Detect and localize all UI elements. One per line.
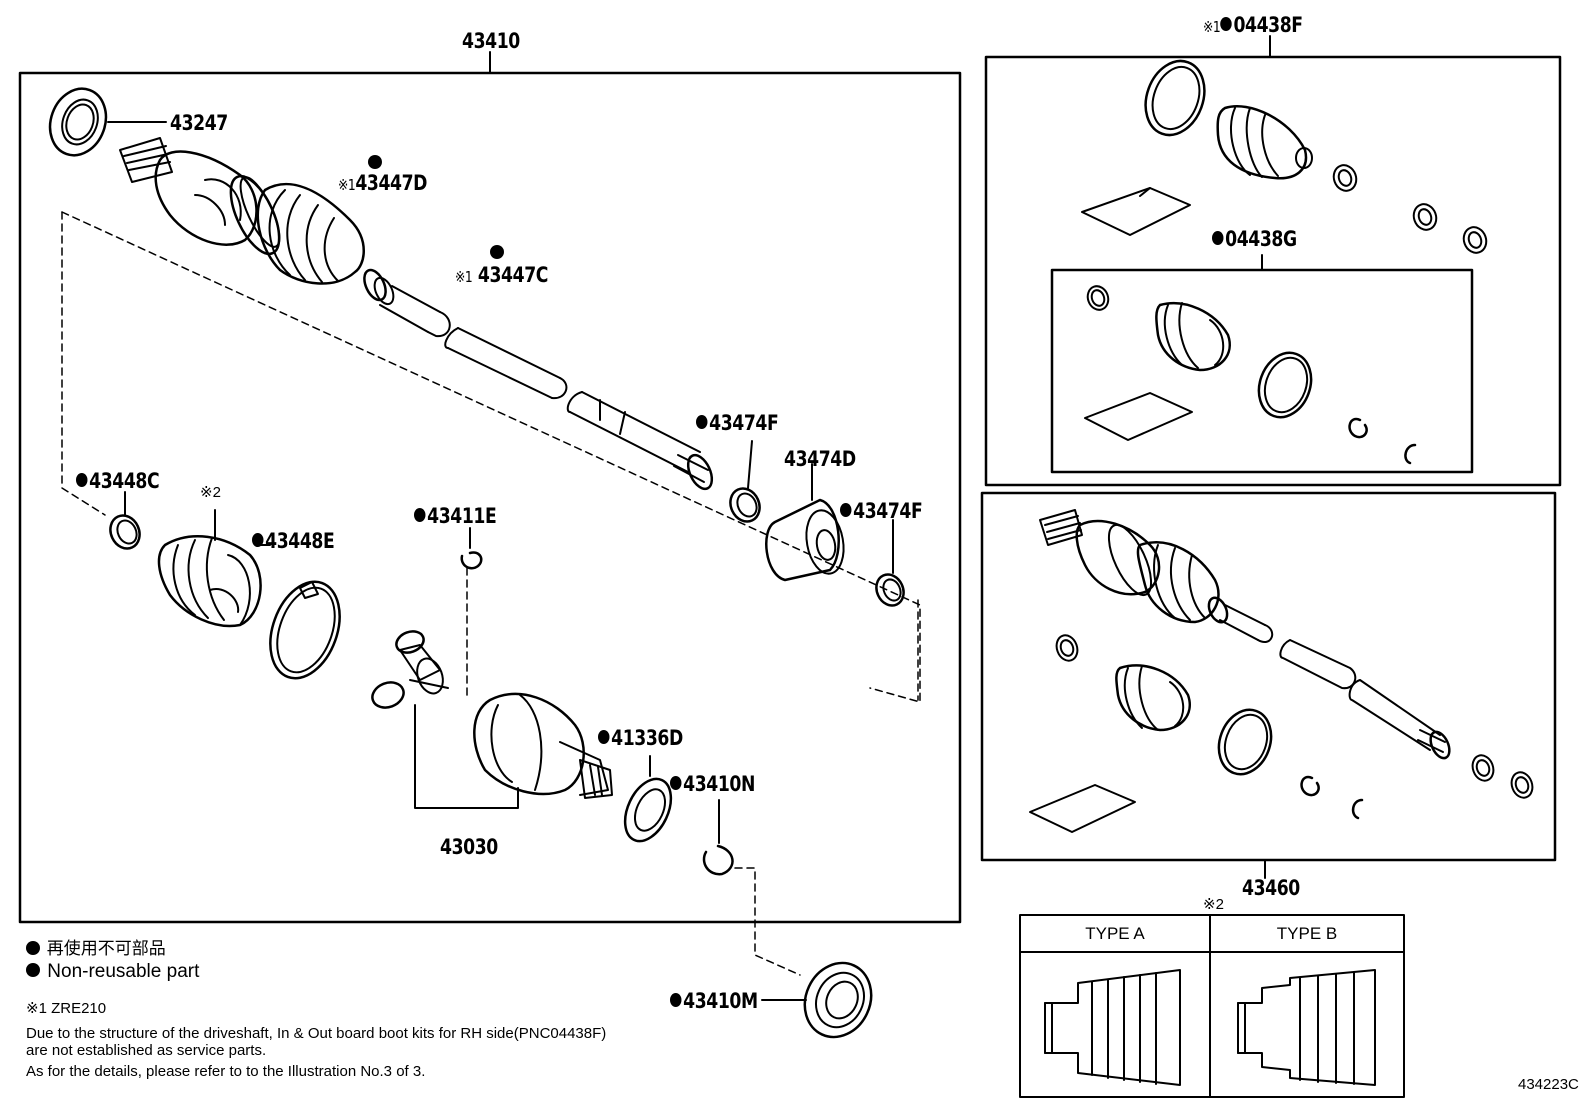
label-43448E: 43448E [252,530,335,552]
legend-japanese: 再使用不可部品 [26,940,166,957]
non-reusable-dot [76,473,88,487]
label-43460: 43460 [1242,876,1300,900]
non-reusable-dot [840,503,852,517]
label-43447C: ※1 43447C [455,263,549,287]
boot-kit-rh-frame [984,55,1562,487]
snap-ring-43411E [460,527,483,570]
tripod-joint [371,630,449,709]
legend-english: Non-reusable part [26,962,199,981]
non-reusable-dot [368,155,382,169]
label-43447D: ※143447D [338,171,428,195]
type-a-header: TYPE A [1085,924,1145,943]
non-reusable-dot [414,508,426,522]
legend-note1-code: ※1 ZRE210 [26,1000,107,1017]
label-43474F-b: 43474F [840,500,923,522]
label-41336D: 41336D [598,727,683,749]
boot-kit-rh-parts [1081,59,1488,254]
inner-joint-housing [414,692,613,809]
clamp-43474F-a [729,440,761,523]
oil-seal-43247 [48,87,167,157]
boot-kit-inner-frame [1050,268,1474,474]
label-43474D: 43474D [784,447,856,471]
inner-boot [157,509,262,628]
non-reusable-dot [26,940,40,955]
legend-note-line1: Due to the structure of the driveshaft, … [26,1025,607,1042]
type-table [1019,914,1405,1098]
label-43448C: 43448C [76,470,160,492]
label-43411E: 43411E [414,505,497,527]
rh-assembly-parts [1029,509,1534,833]
non-reusable-dot [670,993,682,1007]
boot-kit-inner-parts [1084,285,1417,465]
clamp-43474F-b [875,519,905,607]
non-reusable-dot [670,776,682,790]
non-reusable-dot [1212,231,1224,245]
non-reusable-dot [252,533,264,547]
dashed-guides [61,211,921,976]
legend-note-line2: are not established as service parts. [26,1042,267,1059]
damper-43474D [765,463,845,582]
non-reusable-dot [26,962,40,977]
label-43410N: 43410N [670,773,755,795]
snap-ring-43410N [702,799,734,876]
seal-41336D [623,755,673,843]
non-reusable-dot [598,730,610,744]
illustration-code: 434223C [1518,1076,1579,1093]
clamp-43448C [109,491,141,550]
label-note2-boot: ※2 [200,484,221,501]
type-b-header: TYPE B [1276,924,1338,943]
label-04438G: 04438G [1212,228,1297,250]
bearing-43410M [761,961,873,1039]
label-43410: 43410 [462,29,520,53]
non-reusable-dot [490,245,504,259]
label-43410M: 43410M [670,990,758,1012]
legend-note-line3: As for the details, please refer to to t… [26,1063,426,1080]
clamp-43448E [259,544,341,680]
label-43474F-a: 43474F [696,412,779,434]
non-reusable-dot [696,415,708,429]
rh-assembly-frame [980,491,1557,862]
driveshaft-main [119,137,714,491]
label-43247: 43247 [170,111,228,135]
label-43030: 43030 [440,835,498,859]
type-table-marker: ※2 [1203,896,1224,913]
non-reusable-dot [1220,17,1232,31]
